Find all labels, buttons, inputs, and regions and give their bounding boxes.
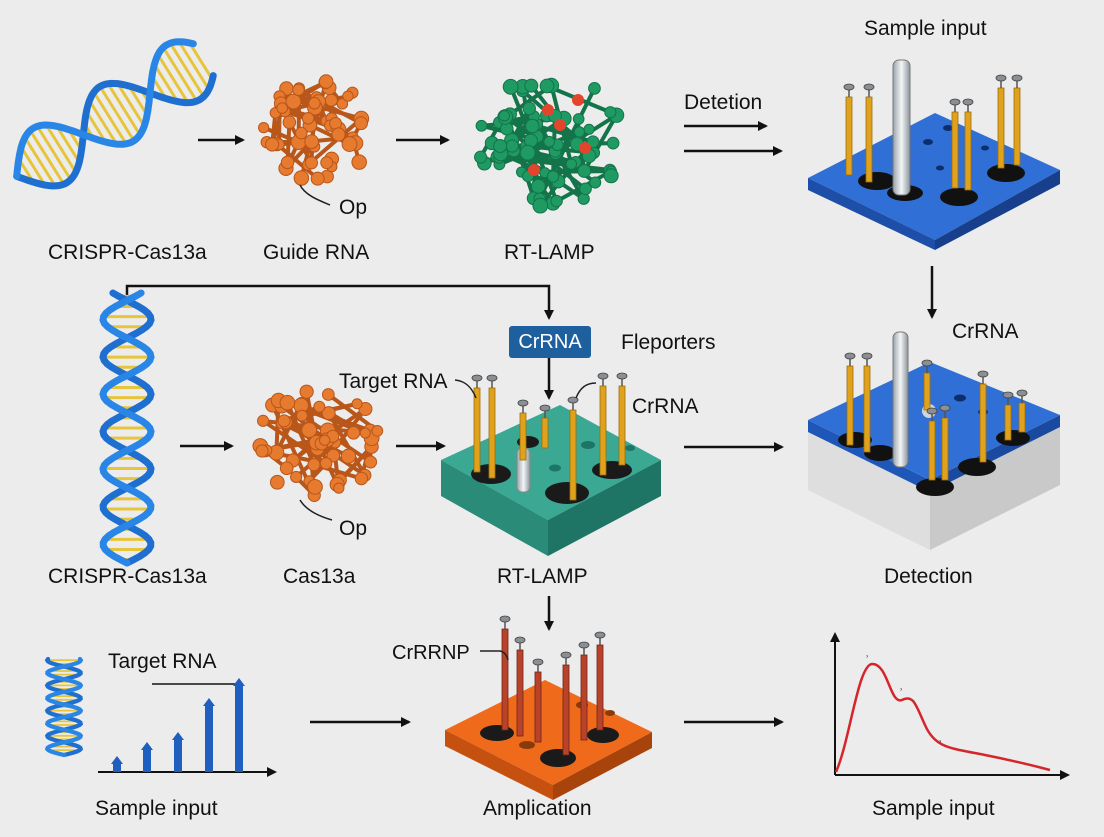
rt-lamp-plate-teal [441, 373, 661, 556]
detection-plate-blue-top [808, 60, 1060, 250]
svg-text:ʾ: ʾ [939, 740, 942, 750]
crrna-badge: CrRNA [509, 326, 591, 358]
dna-helix-1 [0, 33, 220, 204]
label-amplication: Amplication [483, 798, 592, 819]
target-rna-pointer [455, 380, 476, 398]
svg-text:ʾ: ʾ [866, 655, 869, 665]
label-crispr-cas13a-1: CRISPR-Cas13a [48, 242, 207, 263]
label-op-guide-rna: Op [339, 197, 367, 218]
label-op-cas13a: Op [339, 518, 367, 539]
svg-text:ʾ: ʾ [900, 688, 903, 698]
detection-plate-blue-white [808, 332, 1060, 550]
label-target-rna-bars: Target RNA [108, 651, 217, 672]
guide-rna-cluster [259, 75, 369, 186]
sample-bar-chart [98, 678, 275, 772]
crrna-pointer [576, 383, 596, 398]
label-sample-input-top: Sample input [864, 18, 987, 39]
signal-curve [836, 664, 1050, 772]
label-sample-input-left: Sample input [95, 798, 218, 819]
label-guide-rna: Guide RNA [263, 242, 369, 263]
amplification-plate-orange [445, 616, 652, 800]
label-cas13a: Cas13a [283, 566, 355, 587]
label-crrnp: CrRRNP [392, 643, 470, 663]
cas13a-cluster [253, 385, 383, 501]
label-crrna-right: CrRNA [952, 321, 1019, 342]
label-rt-lamp-2: RT-LAMP [497, 566, 588, 587]
dna-helix-2 [103, 293, 151, 563]
label-rt-lamp-1: RT-LAMP [504, 242, 595, 263]
label-crispr-cas13a-2: CRISPR-Cas13a [48, 566, 207, 587]
cas13a-tail [300, 500, 332, 520]
label-detetion: Detetion [684, 92, 762, 113]
label-crrna-plate: CrRNA [632, 396, 699, 417]
label-detection: Detection [884, 566, 973, 587]
guide-rna-tail [300, 185, 330, 205]
label-sample-input-right: Sample input [872, 798, 995, 819]
dna-helix-3 [47, 659, 81, 755]
label-fleporters: Fleporters [621, 332, 716, 353]
rt-lamp-cluster [475, 78, 624, 213]
label-target-rna: Target RNA [339, 371, 448, 392]
signal-curve-chart: ʾ ʾ ʾ [835, 634, 1068, 775]
connector-line [127, 286, 549, 318]
